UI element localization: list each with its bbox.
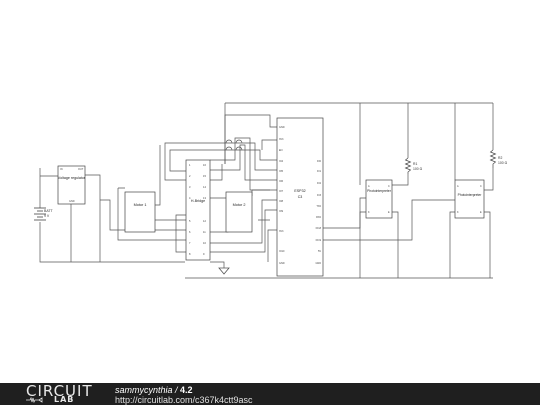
circuitlab-logo-lab: LAB: [54, 395, 75, 404]
svg-text:K: K: [368, 211, 370, 214]
esp-label-2: C3: [298, 195, 303, 199]
svg-text:K: K: [457, 211, 459, 214]
esp-pin-l8: IO8: [279, 200, 284, 203]
svg-text:A: A: [368, 185, 370, 188]
esp-pin-r10: GND: [315, 262, 321, 265]
svg-text:E: E: [388, 211, 390, 214]
regulator-pin-gnd: GND: [69, 200, 75, 203]
photointerpreter-2: [454, 179, 485, 219]
h-bridge-pins: 1 2 3 4 5 6 7 8 16 15 14 13 12 11 10 9: [189, 163, 206, 256]
r1-label: R1: [413, 162, 417, 166]
r2-label: R2: [498, 156, 502, 160]
esp-left-pins: GND 3V3 EN IO4 IO5 IO6 IO7 IO8 IO9 3V3 I…: [279, 126, 285, 265]
esp32-c3: [276, 117, 324, 277]
regulator-pin-in: IN: [60, 168, 63, 171]
resistor-r1: [404, 157, 412, 174]
regulator-label: Voltage regulator: [58, 176, 86, 180]
svg-text:A: A: [457, 185, 459, 188]
esp-label-1: ESP32: [294, 189, 305, 193]
hb-pin-r13: 13: [203, 196, 206, 200]
esp-pin-r3: IO2: [317, 182, 322, 185]
r2-value: 100 Ω: [498, 161, 508, 165]
esp-right-pins: IO0 IO1 IO2 IO3 TX0 RX0 IO18 IO19 5V GND: [315, 160, 321, 265]
esp-pin-r5: TX0: [316, 205, 321, 208]
footer-bar: CIRCUIT LAB sammycynthia / 4.2 http://ci…: [0, 383, 540, 405]
esp-pin-l2: 3V3: [279, 138, 284, 141]
waveform-icon: [26, 397, 43, 403]
author-name[interactable]: sammycynthia: [115, 385, 173, 395]
esp-pin-r4: IO3: [317, 194, 322, 197]
esp-pin-l11: IO10: [279, 250, 285, 253]
hb-pin-r14: 14: [203, 185, 206, 189]
hb-pin-r12: 12: [203, 219, 206, 223]
h-bridge: [185, 159, 211, 261]
esp-pin-l12: GND: [279, 262, 285, 265]
title-separator: /: [172, 385, 181, 395]
motor-2: [225, 191, 253, 233]
svg-text:C: C: [388, 185, 390, 188]
esp-pin-l10: 3V3: [279, 230, 284, 233]
esp-pin-r9: 5V: [318, 250, 321, 253]
schematic-canvas: BATT 9 V Voltage regulator IN GND OUT Mo…: [34, 102, 508, 279]
circuit-title: sammycynthia / 4.2: [115, 385, 193, 395]
esp-pin-r6: RX0: [316, 216, 321, 219]
svg-text:E: E: [480, 211, 482, 214]
hb-pin-r15: 15: [203, 174, 206, 178]
hb-pin-l2: 2: [189, 174, 191, 178]
r1-value: 100 Ω: [413, 167, 423, 171]
battery-symbol: [34, 207, 46, 221]
motor-1-label: Motor 1: [134, 203, 147, 207]
hb-pin-r9: 9: [203, 252, 205, 256]
esp-pin-r1: IO0: [317, 160, 322, 163]
motor-2-label: Motor 2: [233, 203, 246, 207]
esp-pin-r7: IO18: [316, 227, 322, 230]
esp-pin-l3: EN: [279, 149, 283, 152]
hb-pin-r11: 11: [203, 230, 206, 234]
esp-pin-l4: IO4: [279, 160, 284, 163]
hb-pin-l7: 7: [189, 241, 191, 245]
esp-pin-r8: IO19: [316, 239, 322, 242]
esp-pin-l7: IO7: [279, 190, 284, 193]
circuitlab-logo[interactable]: CIRCUIT: [26, 382, 93, 400]
resistor-r2: [489, 149, 497, 168]
voltage-regulator: [57, 165, 86, 205]
esp-pin-l1: GND: [279, 126, 285, 129]
esp-pin-l9: IO9: [279, 210, 284, 213]
hb-pin-l8: 8: [189, 252, 191, 256]
hb-pin-l1: 1: [189, 163, 191, 167]
regulator-pin-out: OUT: [78, 168, 84, 171]
schematic-svg: BATT 9 V Voltage regulator IN GND OUT Mo…: [34, 102, 508, 279]
hb-pin-l6: 6: [189, 230, 191, 234]
photo-1-label: Photointerpreter: [367, 189, 392, 193]
hb-pin-r10: 10: [203, 241, 206, 245]
photo-2-label: Photointerpreter: [458, 193, 483, 197]
hb-pin-r16: 16: [203, 163, 206, 167]
circuit-version: 4.2: [180, 385, 193, 395]
circuit-url[interactable]: http://circuitlab.com/c367k4ctt9asc: [115, 395, 253, 405]
esp-pin-l6: IO6: [279, 180, 284, 183]
battery-value: 9 V: [44, 214, 50, 218]
photointerpreter-1: [365, 179, 393, 219]
h-bridge-label: H-Bridge: [191, 199, 205, 203]
ground-symbol: [218, 267, 230, 275]
hb-pin-l3: 3: [189, 185, 191, 189]
hb-pin-l4: 4: [189, 196, 191, 200]
svg-text:C: C: [480, 185, 482, 188]
esp-pin-l5: IO5: [279, 170, 284, 173]
wires: [39, 102, 494, 279]
motor-1: [124, 191, 156, 233]
hb-pin-l5: 5: [189, 219, 191, 223]
battery-label: BATT: [44, 209, 54, 213]
esp-pin-r2: IO1: [317, 170, 322, 173]
